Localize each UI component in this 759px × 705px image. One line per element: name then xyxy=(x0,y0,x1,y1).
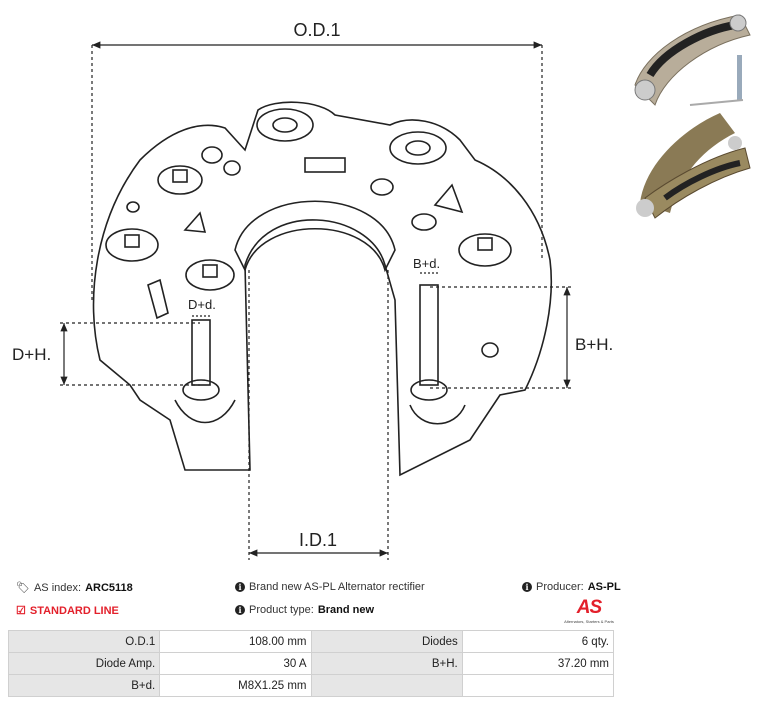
description: i Brand new AS-PL Alternator rectifier xyxy=(235,581,425,593)
product-photo-bottom xyxy=(636,113,751,219)
rectifier-outline xyxy=(92,101,553,477)
product-type: i Product type: Brand new xyxy=(235,604,374,616)
table-row: B+d.M8X1.25 mm xyxy=(7,674,615,697)
tag-icon: 🏷 xyxy=(16,582,30,594)
producer: i Producer: AS-PL xyxy=(522,581,621,593)
dh-label: D+H. xyxy=(12,345,51,364)
rectifier-technical-drawing: O.D.1 I.D.1 D+H. D+d. B+H. B+d. xyxy=(12,20,613,560)
info-icon: i xyxy=(235,582,245,592)
info-icon: i xyxy=(522,582,532,592)
standard-line-badge: ☑ STANDARD LINE xyxy=(16,604,119,618)
bh-label: B+H. xyxy=(575,335,613,354)
od1-label: O.D.1 xyxy=(293,20,340,40)
id1-label: I.D.1 xyxy=(299,530,337,550)
info-icon: i xyxy=(235,605,245,615)
dd-label: D+d. xyxy=(188,297,216,312)
bd-label: B+d. xyxy=(413,256,440,271)
product-photo-top xyxy=(634,14,751,106)
as-index: 🏷 AS index: ARC5118 xyxy=(16,581,133,595)
checkbox-icon: ☑ xyxy=(16,605,26,617)
table-row: Diode Amp.30 A B+H.37.20 mm xyxy=(7,652,615,675)
as-pl-logo: AS Alternators, Starters & Parts xyxy=(564,597,614,624)
as-index-value: ARC5118 xyxy=(85,581,133,594)
